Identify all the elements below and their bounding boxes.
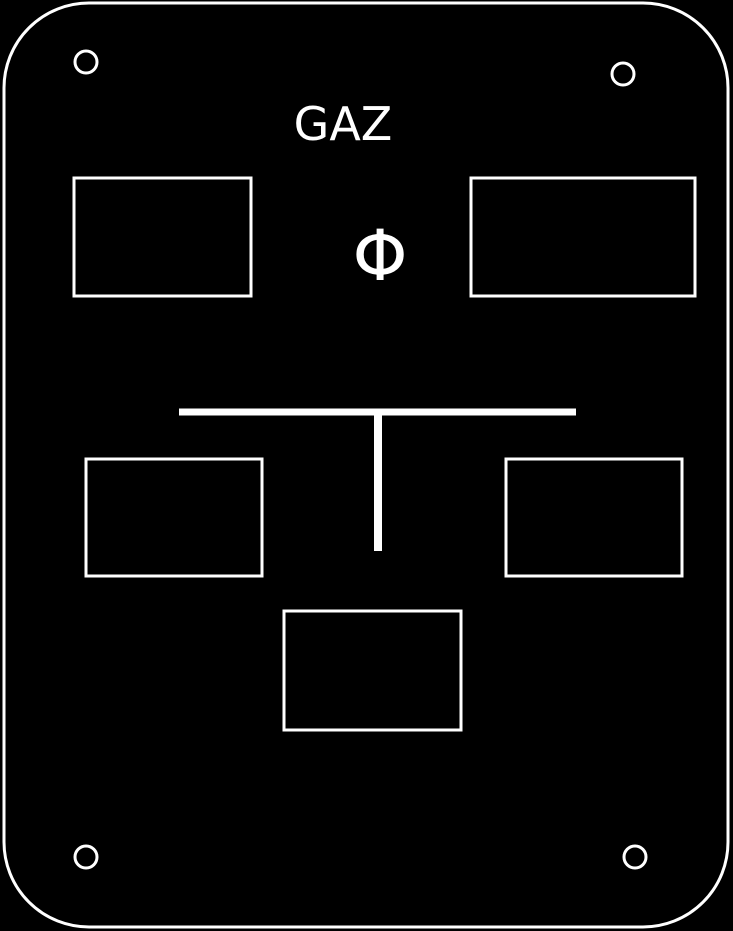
hole-top-left [73, 49, 99, 75]
box-middle-left [84, 457, 264, 578]
hole-top-right [610, 61, 636, 87]
t-connector [179, 408, 576, 551]
plate-title: GAZ [294, 97, 393, 151]
box-top-left [72, 176, 253, 298]
box-top-right [469, 176, 697, 298]
phi-symbol: Φ [352, 215, 407, 297]
hole-bottom-right [622, 844, 648, 870]
box-bottom-center [282, 609, 463, 732]
box-middle-right [504, 457, 684, 578]
hole-bottom-left [73, 844, 99, 870]
